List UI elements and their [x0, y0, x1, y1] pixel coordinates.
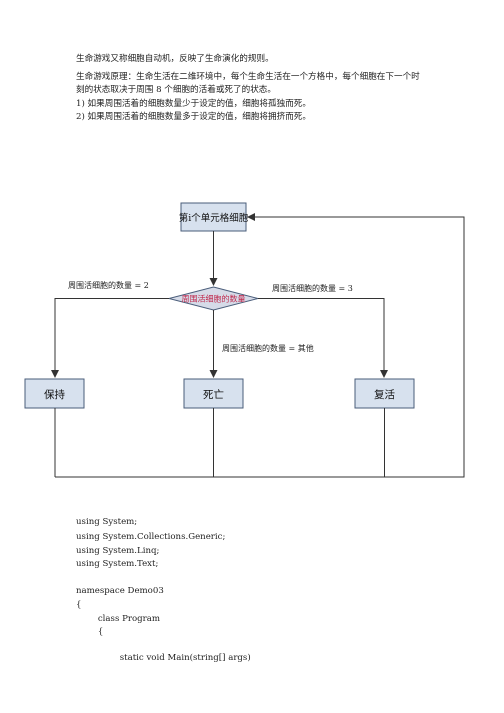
code-line: class Program: [76, 614, 161, 624]
keep-box-label: 保持: [44, 388, 65, 401]
label-right-branch: 周围活细胞的数量 = 3: [272, 283, 353, 293]
arrow-left-branch: [51, 298, 169, 378]
die-box-label: 死亡: [203, 388, 224, 401]
revive-box: [354, 378, 415, 409]
revive-box-label: 复活: [374, 388, 395, 401]
intro-line-2: 生命游戏原理：生命生活在二维环境中，每个生命生活在一个方格中，每个细胞在下一个时: [76, 72, 420, 82]
code-line: namespace Demo03: [76, 586, 164, 596]
rule-2: 2) 如果周围活着的细胞数量多于设定的值，细胞将拥挤而死。: [76, 112, 311, 122]
code-line: {: [76, 627, 104, 637]
decision-label: 周围活细胞的数量: [182, 294, 246, 304]
code-line: using System.Text;: [76, 559, 159, 569]
start-box: [180, 202, 247, 232]
code-line: using System.Linq;: [76, 546, 160, 556]
code-line: using System;: [76, 517, 138, 527]
label-down-branch: 周围活细胞的数量 = 其他: [222, 343, 314, 353]
keep-box: [24, 378, 85, 409]
start-box-label: 第i个单元格细胞: [179, 212, 249, 224]
label-left-branch: 周围活细胞的数量 = 2: [68, 280, 149, 290]
code-line: static void Main(string[] args): [76, 653, 251, 663]
loop-back-arrow: [55, 213, 465, 478]
code-line: {: [76, 600, 82, 610]
rule-1: 1) 如果周围活着的细胞数量少于设定的值，细胞将孤独而死。: [76, 99, 311, 109]
intro-line-3: 刻的状态取决于周围 8 个细胞的活着或死了的状态。: [76, 85, 276, 95]
code-line: using System.Collections.Generic;: [76, 532, 226, 542]
intro-line-1: 生命游戏又称细胞自动机，反映了生命演化的规则。: [76, 54, 274, 64]
arrow-right-branch: [258, 298, 388, 378]
die-box: [183, 378, 244, 409]
